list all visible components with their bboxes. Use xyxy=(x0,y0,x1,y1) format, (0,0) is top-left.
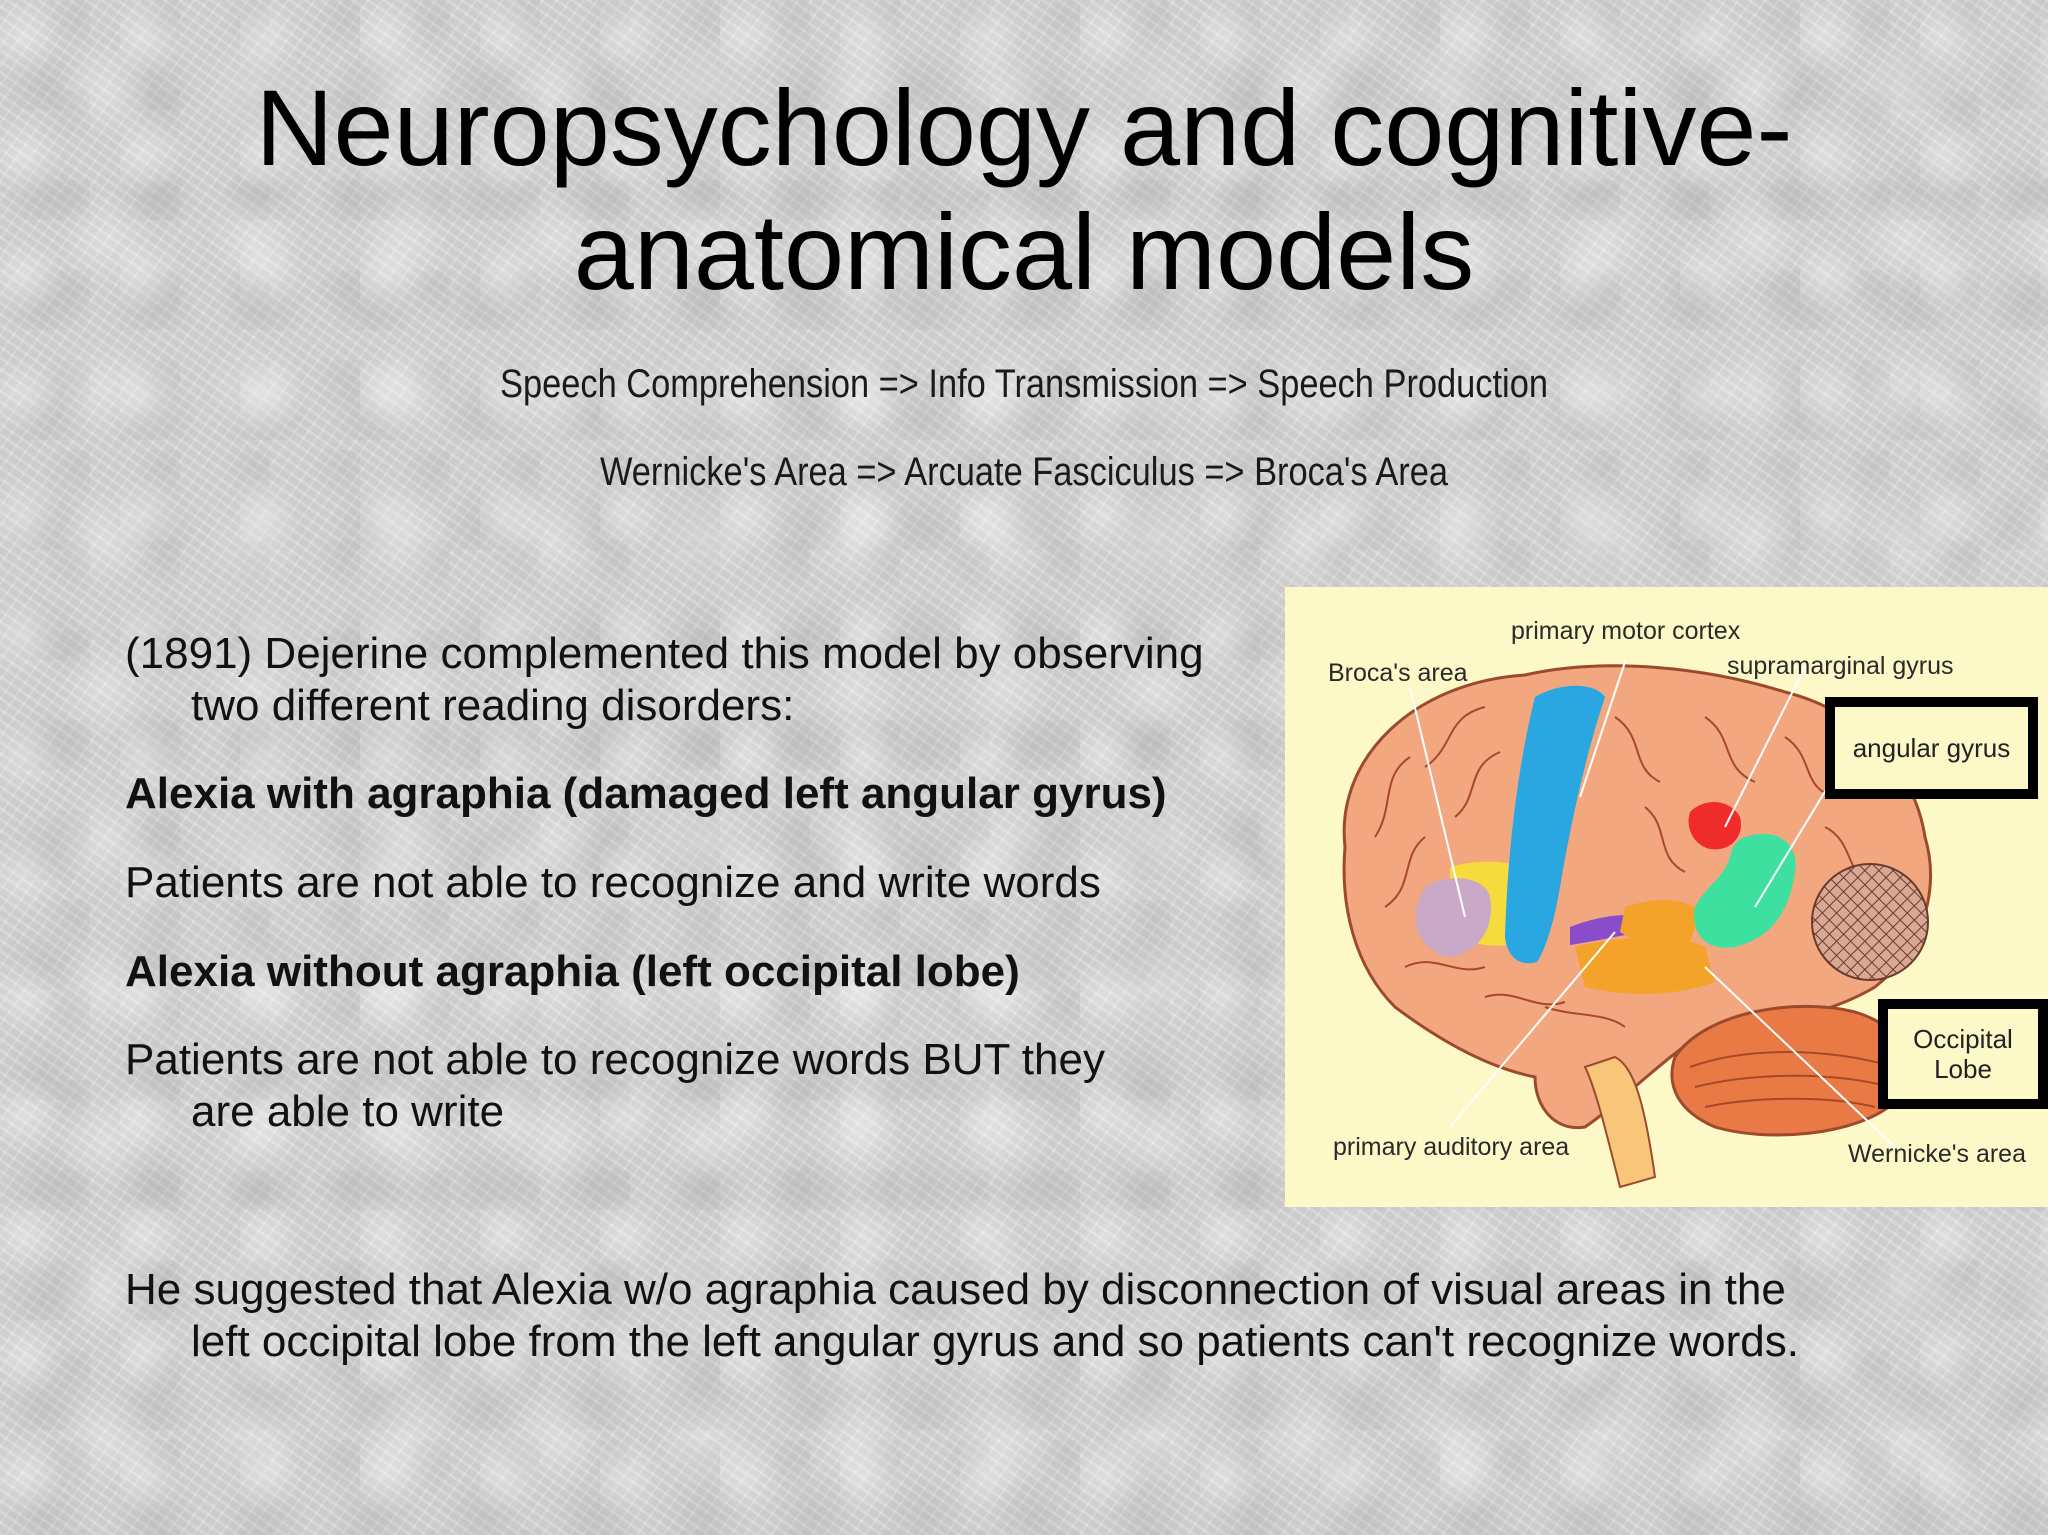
label-angular-gyrus: angular gyrus xyxy=(1852,732,2011,763)
label-occipital-lobe-box: Occipital Lobe xyxy=(1878,999,2048,1109)
paragraph-disconnection-line-1: He suggested that Alexia w/o agraphia ca… xyxy=(125,1265,1786,1314)
subtitle-areas: Wernicke's Area => Arcuate Fasciculus =>… xyxy=(599,450,1449,494)
label-occipital-lobe-line-2: Lobe xyxy=(1934,1054,1992,1084)
heading-alexia-without-agraphia: Alexia without agraphia (left occipital … xyxy=(125,947,1020,996)
brain-illustration xyxy=(1342,661,1932,1189)
auditory-upper-region xyxy=(1620,900,1700,944)
cerebellum-folds xyxy=(1689,1051,1896,1108)
label-supramarginal-gyrus: supramarginal gyrus xyxy=(1727,652,1954,680)
angular-gyrus-region xyxy=(1694,833,1796,948)
label-leader-lines xyxy=(1409,661,1896,1148)
label-primary-motor-cortex: primary motor cortex xyxy=(1511,617,1741,645)
brainstem xyxy=(1583,1055,1657,1189)
subtitle-pathway: Speech Comprehension => Info Transmissio… xyxy=(500,362,1548,406)
label-wernickes-area: Wernicke's area xyxy=(1848,1140,2026,1168)
label-angular-gyrus-box: angular gyrus xyxy=(1825,697,2038,799)
paragraph-able-to-write-line-2: are able to write xyxy=(191,1087,505,1136)
label-brocas-area: Broca's area xyxy=(1328,659,1468,687)
paragraph-dejerine: (1891) Dejerine complemented this model … xyxy=(125,628,1265,732)
paragraph-able-to-write-line-1: Patients are not able to recognize words… xyxy=(125,1035,1105,1084)
paragraph-dejerine-line-2: two different reading disorders: xyxy=(191,681,795,730)
paragraph-disconnection-line-2: left occipital lobe from the left angula… xyxy=(191,1317,1799,1366)
occipital-lobe-region xyxy=(1811,863,1929,981)
slide-title-line-1: Neuropsychology and cognitive- xyxy=(255,67,1793,188)
heading-alexia-with-agraphia: Alexia with agraphia (damaged left angul… xyxy=(125,769,1167,818)
paragraph-able-to-write: Patients are not able to recognize words… xyxy=(125,1034,1265,1138)
slide-title-line-2: anatomical models xyxy=(573,191,1475,312)
label-primary-auditory-area: primary auditory area xyxy=(1333,1133,1570,1161)
auditory-region xyxy=(1575,937,1715,994)
paragraph-dejerine-line-1: (1891) Dejerine complemented this model … xyxy=(125,629,1204,678)
supramarginal-region xyxy=(1688,801,1741,850)
paragraph-disconnection: He suggested that Alexia w/o agraphia ca… xyxy=(125,1264,1985,1368)
label-occipital-lobe-line-1: Occipital xyxy=(1913,1024,2013,1054)
slide-title: Neuropsychology and cognitive- anatomica… xyxy=(0,66,2048,314)
motor-cortex-region xyxy=(1505,685,1605,964)
brocas-area-region xyxy=(1415,878,1491,957)
brain-diagram: primary motor cortex Broca's area supram… xyxy=(1285,587,2048,1207)
paragraph-cannot-recognize-write: Patients are not able to recognize and w… xyxy=(125,858,1101,907)
